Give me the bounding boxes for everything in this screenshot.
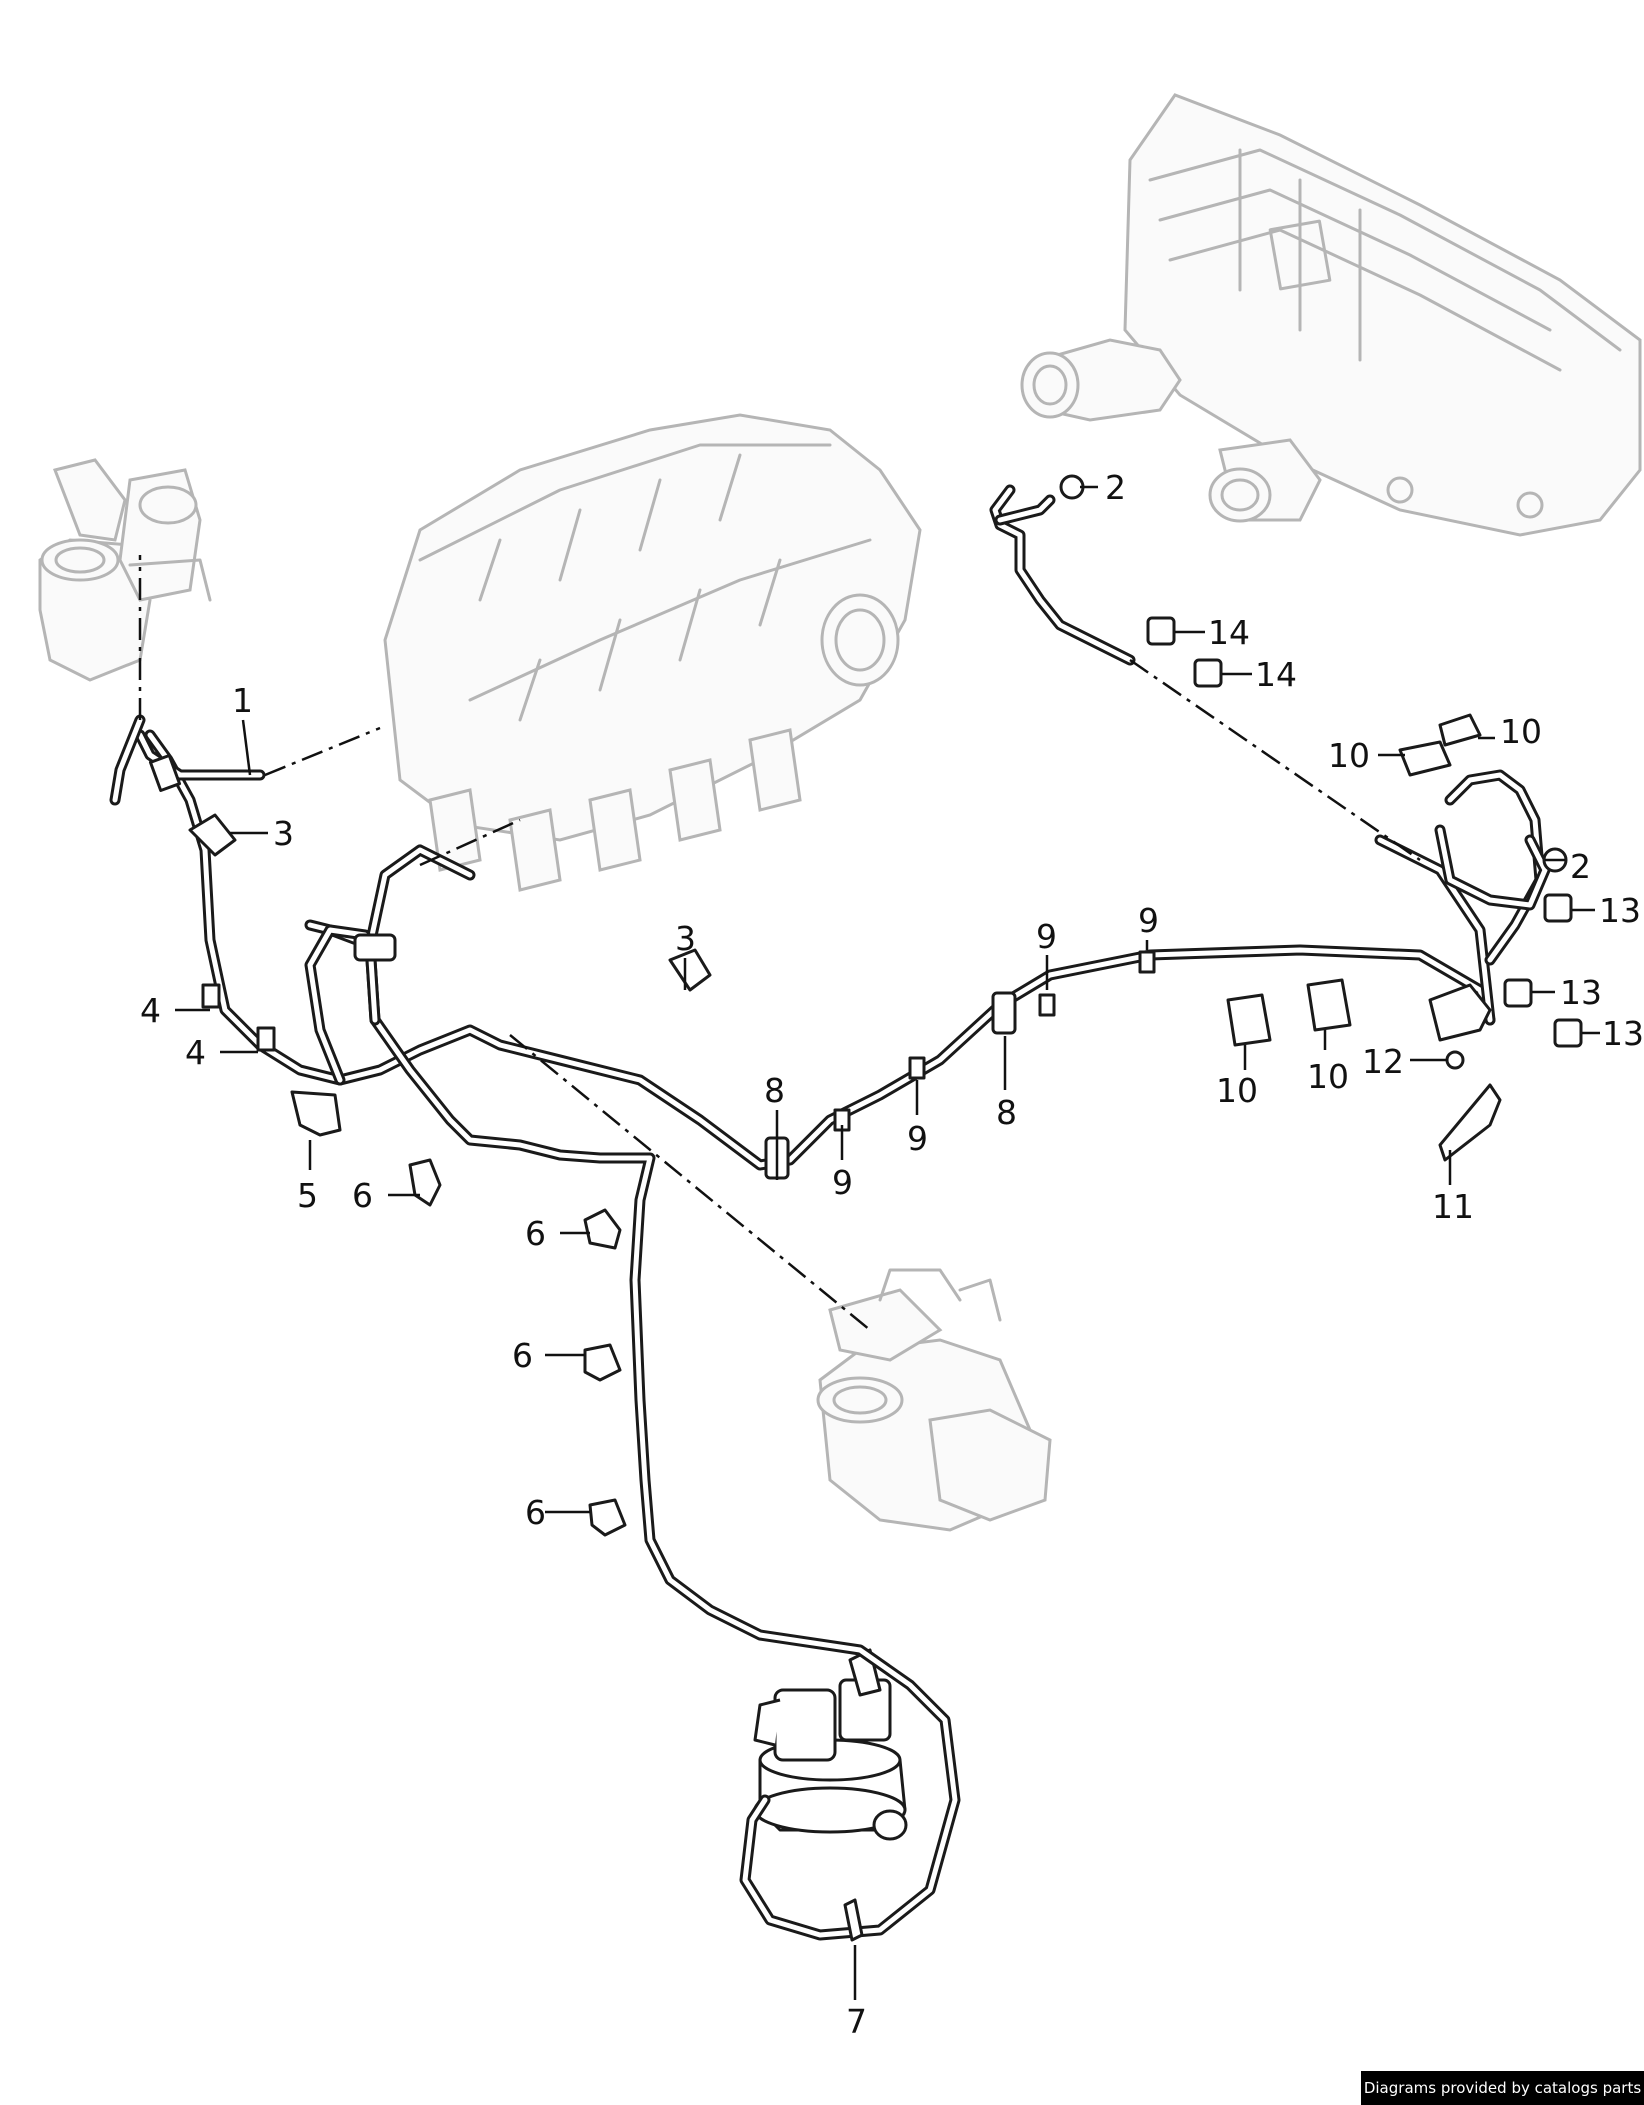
intake-manifold-ghost (383, 413, 922, 892)
callout-12: 12 (1362, 1042, 1404, 1081)
muffler-ghost (1020, 93, 1642, 537)
callout-3-center: 3 (675, 919, 696, 958)
small-parts (148, 474, 1583, 1942)
callout-6-d: 6 (525, 1493, 546, 1532)
air-pump-left-ghost (38, 458, 212, 682)
callout-13-b: 13 (1560, 973, 1602, 1012)
callout-9-d: 9 (1138, 901, 1159, 940)
callout-11: 11 (1432, 1187, 1474, 1226)
callout-13-c: 13 (1602, 1014, 1644, 1053)
callout-10-c: 10 (1500, 712, 1542, 751)
reference-lines (138, 555, 1421, 1331)
air-pump-center-ghost (816, 1268, 1052, 1532)
callout-10-d: 10 (1328, 736, 1370, 775)
callout-14-a: 14 (1208, 613, 1250, 652)
callout-6-a: 6 (352, 1176, 373, 1215)
hose-lines (109, 484, 1551, 1941)
callout-10-a: 10 (1216, 1071, 1258, 1110)
callout-10-b: 10 (1307, 1057, 1349, 1096)
callout-2-top: 2 (1105, 468, 1126, 507)
callout-6-c: 6 (512, 1336, 533, 1375)
callout-13-a: 13 (1599, 891, 1641, 930)
callout-6-b: 6 (525, 1214, 546, 1253)
callout-5: 5 (297, 1176, 318, 1215)
callout-9-a: 9 (832, 1163, 853, 1202)
callout-4-upper: 4 (140, 991, 161, 1030)
leader-lines (175, 485, 1600, 2000)
callout-8-left: 8 (764, 1071, 785, 1110)
callout-3-left: 3 (273, 814, 294, 853)
callout-8-right: 8 (996, 1093, 1017, 1132)
callout-9-b: 9 (907, 1119, 928, 1158)
callout-14-b: 14 (1255, 655, 1297, 694)
watermark-banner: Diagrams provided by catalogs parts (1361, 2071, 1644, 2105)
callout-7: 7 (846, 2002, 867, 2041)
callout-2-right: 2 (1570, 847, 1591, 886)
callout-4-lower: 4 (185, 1033, 206, 1072)
callout-labels: 1 2 2 3 3 4 4 5 6 6 6 6 7 8 8 9 9 9 9 10… (140, 468, 1644, 2041)
callout-1: 1 (232, 681, 253, 720)
callout-9-c: 9 (1036, 917, 1057, 956)
solenoid-valve (753, 1648, 908, 1841)
